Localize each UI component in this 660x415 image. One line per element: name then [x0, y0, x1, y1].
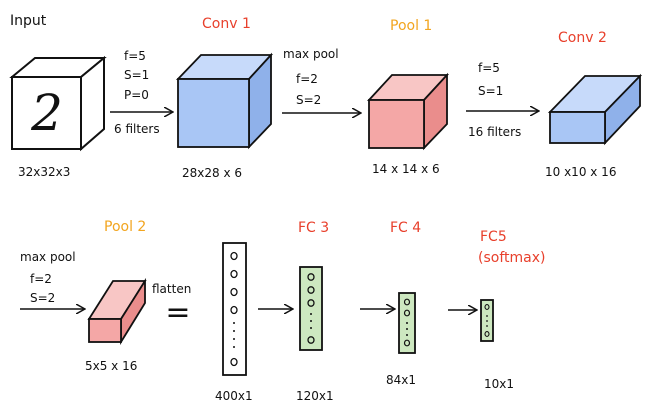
fc5-title: FC5: [480, 229, 507, 245]
input-shape: 32x32x3: [18, 165, 70, 179]
conv1-param-filters: 6 filters: [114, 122, 160, 136]
pool1-param-filter-size: f=2: [296, 72, 318, 86]
flatten-equals: =: [165, 295, 190, 330]
conv1-params: f=5 S=1 P=0 6 filters: [114, 49, 160, 136]
flatten-label: flatten: [152, 282, 191, 296]
flatten-shape: 400x1: [215, 389, 253, 403]
fc3-vector: [299, 266, 323, 351]
conv1-volume: [175, 52, 274, 150]
conv1-param-padding: P=0: [124, 88, 149, 102]
pool1-volume: [366, 72, 450, 151]
pool2-params: max pool f=2 S=2: [20, 250, 76, 305]
fc5-subtitle: (softmax): [478, 250, 545, 266]
fc4-title: FC 4: [390, 220, 421, 236]
pool2-param-stride: S=2: [30, 291, 55, 305]
conv2-volume: [547, 73, 643, 146]
input-volume: [9, 55, 107, 152]
conv1-shape: 28x28 x 6: [182, 166, 242, 180]
conv2-params: f=5 S=1 16 filters: [468, 61, 521, 139]
flatten-vector: [222, 242, 247, 376]
conv1-param-filter-size: f=5: [124, 49, 146, 63]
pool1-params: max pool f=2 S=2: [283, 47, 339, 107]
pool2-param-type: max pool: [20, 250, 76, 264]
pool1-param-stride: S=2: [296, 93, 321, 107]
fc4-vector: [398, 292, 416, 354]
fc4-shape: 84x1: [386, 373, 416, 387]
pool2-shape: 5x5 x 16: [85, 359, 137, 373]
pool1-shape: 14 x 14 x 6: [372, 162, 440, 176]
fc5-vector: [480, 299, 494, 342]
conv1-title: Conv 1: [202, 16, 251, 32]
input-digit: 2: [30, 84, 63, 142]
conv2-param-stride: S=1: [478, 84, 503, 98]
conv2-param-filters: 16 filters: [468, 125, 521, 139]
pool2-volume: [87, 277, 147, 346]
input-title: Input: [10, 13, 47, 29]
conv2-shape: 10 x10 x 16: [545, 165, 616, 179]
pool1-title: Pool 1: [390, 18, 432, 34]
fc3-shape: 120x1: [296, 389, 334, 403]
fc5-shape: 10x1: [484, 377, 514, 391]
pool2-param-filter-size: f=2: [30, 272, 52, 286]
pool1-param-type: max pool: [283, 47, 339, 61]
conv1-param-stride: S=1: [124, 68, 149, 82]
pool2-title: Pool 2: [104, 219, 146, 235]
fc3-title: FC 3: [298, 220, 329, 236]
conv2-param-filter-size: f=5: [478, 61, 500, 75]
conv2-title: Conv 2: [558, 30, 607, 46]
